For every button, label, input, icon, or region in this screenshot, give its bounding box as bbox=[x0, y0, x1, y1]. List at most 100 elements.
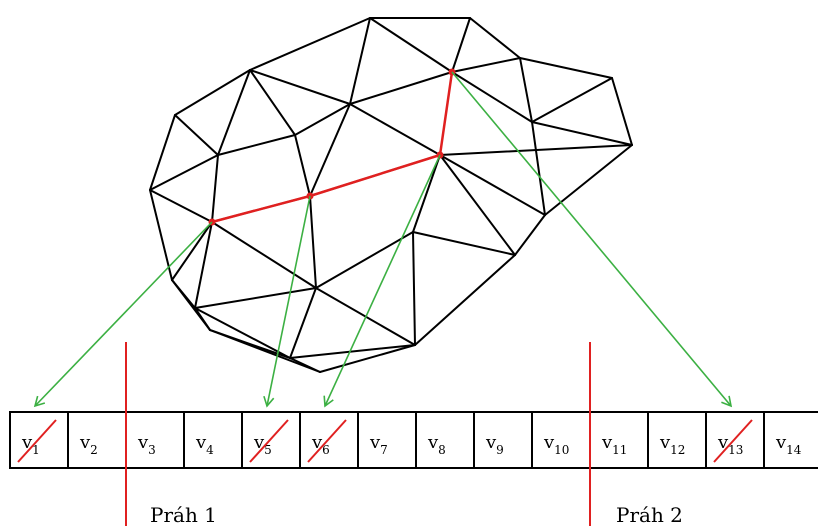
path-edge bbox=[211, 194, 311, 224]
cell-label: v11 bbox=[601, 432, 627, 457]
array-cell: v13 bbox=[705, 411, 765, 469]
mesh-edge bbox=[309, 103, 351, 197]
mesh-edge bbox=[171, 279, 196, 309]
array-cell: v5 bbox=[241, 411, 301, 469]
mesh-edge bbox=[611, 77, 633, 146]
mesh-edge bbox=[209, 329, 291, 359]
cell-label-base: v bbox=[659, 432, 671, 453]
array-cell: v6 bbox=[299, 411, 359, 469]
cell-label: v8 bbox=[427, 432, 446, 457]
strike-through bbox=[249, 419, 289, 463]
strike-through bbox=[17, 419, 57, 463]
mesh-edge bbox=[469, 17, 521, 59]
path-edge bbox=[309, 153, 441, 198]
cell-label-subscript: 9 bbox=[496, 443, 504, 457]
mesh-edge bbox=[217, 134, 296, 156]
cell-label: v12 bbox=[659, 432, 685, 457]
mesh-edge bbox=[369, 17, 453, 73]
cell-box bbox=[125, 411, 185, 469]
mesh-edge bbox=[217, 69, 251, 156]
array-cell: v7 bbox=[357, 411, 417, 469]
mesh-edge bbox=[412, 231, 416, 346]
mesh-edge bbox=[149, 114, 176, 191]
mesh-edge bbox=[519, 57, 533, 123]
cell-label-subscript: 3 bbox=[148, 443, 156, 457]
highlighted-path bbox=[211, 71, 454, 224]
array-cell: v4 bbox=[183, 411, 243, 469]
path-edge bbox=[438, 71, 454, 156]
cell-label-base: v bbox=[137, 432, 149, 453]
cell-label-subscript: 8 bbox=[438, 443, 446, 457]
cell-label-base: v bbox=[601, 432, 613, 453]
strike-through bbox=[307, 419, 347, 463]
mesh-edge bbox=[439, 144, 633, 156]
cell-label-subscript: 7 bbox=[380, 443, 388, 457]
cell-label: v7 bbox=[369, 432, 388, 457]
cell-label-subscript: 4 bbox=[206, 443, 214, 457]
mesh-edge bbox=[412, 231, 516, 256]
cell-box bbox=[415, 411, 475, 469]
mesh-edge bbox=[211, 154, 219, 223]
pointer-arrow bbox=[263, 195, 311, 408]
mesh-edge bbox=[194, 221, 213, 309]
cell-label: v1 bbox=[21, 432, 40, 457]
mesh-edge bbox=[531, 121, 633, 146]
vertex-arrows bbox=[33, 71, 733, 408]
mesh-edge bbox=[249, 17, 371, 71]
mesh-edge bbox=[544, 144, 633, 216]
array-cell: v10 bbox=[531, 411, 591, 469]
mesh-edge bbox=[414, 254, 516, 346]
cell-label-base: v bbox=[195, 432, 207, 453]
mesh-edge bbox=[451, 17, 471, 73]
mesh-edge bbox=[249, 69, 351, 105]
mesh-edge bbox=[349, 71, 453, 105]
mesh-edge bbox=[194, 307, 211, 331]
mesh-edge bbox=[309, 195, 317, 289]
mesh-edge bbox=[319, 344, 416, 373]
cell-label: v4 bbox=[195, 432, 214, 457]
cell-label: v2 bbox=[79, 432, 98, 457]
cell-box bbox=[647, 411, 707, 469]
mesh-edge bbox=[289, 287, 317, 359]
cell-box bbox=[183, 411, 243, 469]
mesh-edge bbox=[171, 221, 213, 281]
array-cell: v12 bbox=[647, 411, 707, 469]
cell-label: v10 bbox=[543, 432, 569, 457]
mesh-edge bbox=[514, 214, 546, 256]
cell-label-subscript: 13 bbox=[728, 443, 743, 457]
mesh-edge bbox=[194, 287, 317, 309]
mesh-edge bbox=[294, 134, 311, 197]
cell-label-subscript: 14 bbox=[786, 443, 802, 457]
mesh-edge bbox=[349, 103, 441, 156]
cell-box bbox=[67, 411, 127, 469]
cell-label-base: v bbox=[485, 432, 497, 453]
mesh-edge bbox=[315, 231, 414, 289]
mesh-edge bbox=[149, 154, 219, 191]
array-cell: v1 bbox=[9, 411, 69, 469]
mesh-edge bbox=[349, 17, 371, 105]
cell-label: v9 bbox=[485, 432, 504, 457]
array-cell: v8 bbox=[415, 411, 475, 469]
cell-label-base: v bbox=[543, 432, 555, 453]
cell-label-subscript: 2 bbox=[90, 443, 98, 457]
mesh-edge bbox=[531, 121, 546, 216]
cell-label-subscript: 11 bbox=[612, 443, 627, 457]
cell-box bbox=[763, 411, 818, 469]
array-cell: v3 bbox=[125, 411, 185, 469]
mesh-edge bbox=[249, 69, 296, 136]
array-cell: v9 bbox=[473, 411, 533, 469]
cell-box bbox=[589, 411, 649, 469]
mesh-edge bbox=[211, 221, 317, 289]
array-cell: v11 bbox=[589, 411, 649, 469]
mesh-edges bbox=[149, 17, 633, 373]
mesh-edge bbox=[439, 154, 516, 256]
strike-through bbox=[713, 419, 753, 463]
cell-label-subscript: 12 bbox=[670, 443, 685, 457]
cell-label-base: v bbox=[427, 432, 439, 453]
mesh-edge bbox=[439, 154, 546, 216]
cell-box bbox=[531, 411, 591, 469]
mesh-edge bbox=[149, 189, 173, 281]
cell-label-subscript: 1 bbox=[32, 443, 40, 457]
cell-label: v14 bbox=[775, 432, 802, 457]
